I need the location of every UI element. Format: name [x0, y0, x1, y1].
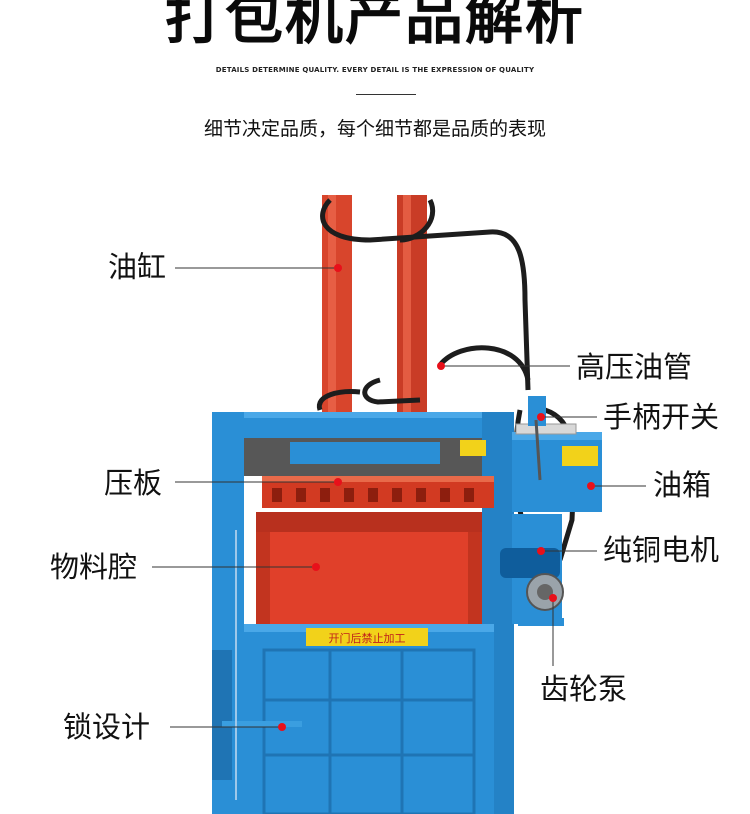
- callout-markers: [278, 264, 595, 731]
- lock-bar: [212, 650, 232, 780]
- warning-sign: [306, 628, 428, 646]
- label-high-pressure-hose: 高压油管: [576, 350, 693, 384]
- divider: [356, 94, 416, 95]
- page-title: 打包机产品解析: [164, 0, 585, 52]
- hose-top: [320, 198, 531, 391]
- label-lock-design: 锁设计: [63, 710, 151, 744]
- label-material-chamber: 物料腔: [50, 550, 138, 584]
- oil-tank: [512, 432, 602, 512]
- warning-sign-text: 开门后禁止加工: [329, 631, 406, 645]
- subtitle-en: DETAILS DETERMINE QUALITY. EVERY DETAIL …: [215, 66, 535, 74]
- label-press-plate: 压板: [104, 466, 163, 500]
- hose-middle: [438, 345, 531, 381]
- label-copper-motor: 纯铜电机: [603, 533, 720, 567]
- label-oil-tank: 油箱: [653, 468, 712, 502]
- label-oil-cylinder: 油缸: [108, 250, 167, 284]
- label-handle-switch: 手柄开关: [603, 400, 720, 434]
- copper-motor: [500, 548, 560, 578]
- front-door: [244, 624, 494, 814]
- subtitle-cn: 细节决定品质，每个细节都是品质的表现: [203, 118, 546, 140]
- label-gear-pump: 齿轮泵: [540, 672, 628, 706]
- oil-cylinder-left: [322, 195, 352, 415]
